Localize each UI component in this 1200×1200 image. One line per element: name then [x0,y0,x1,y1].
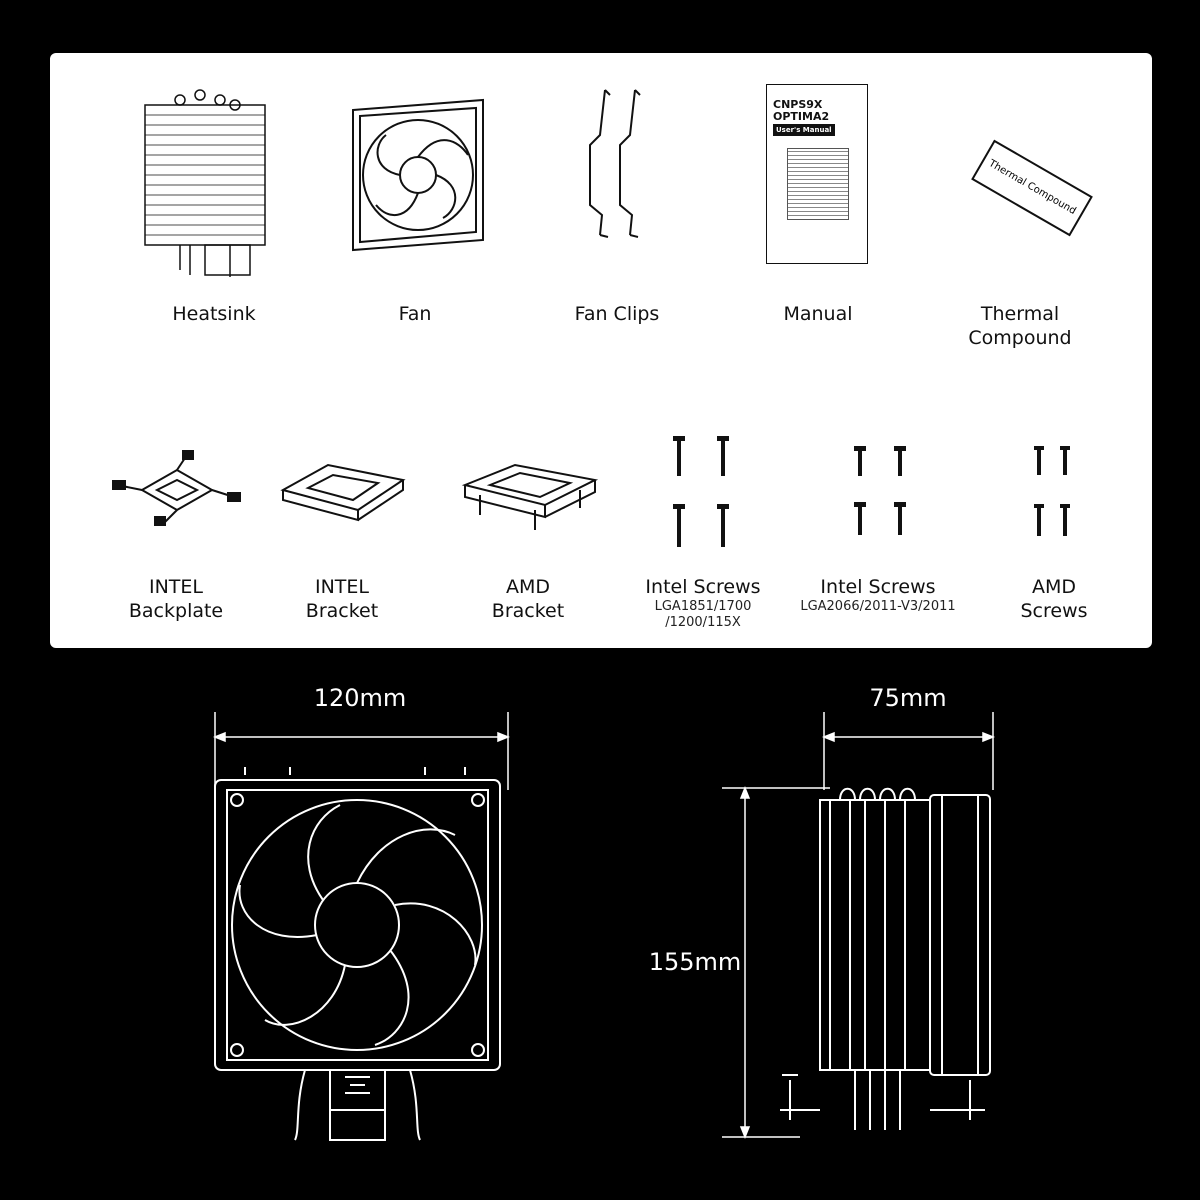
intel-bracket-icon [280,463,406,522]
intel-screws-a-sockets: LGA1851/1700 /1200/115X [654,599,752,630]
manual-cover: CNPS9X OPTIMA2 User's Manual [766,84,868,264]
height-dimension-label: 155mm [648,948,742,976]
manual-subtitle: User's Manual [773,124,835,136]
intel-screws-b-icon [854,446,906,535]
intel-screws-b: Intel Screws LGA2066/2011-V3/2011 [778,575,978,615]
depth-dimension-label: 75mm [869,684,947,712]
cooler-side-view [780,787,991,1130]
fan-icon [352,98,484,252]
amd-screws-icon [1034,446,1070,536]
amd-bracket-icon [461,463,599,530]
label-intel-bracket: INTEL Bracket [305,576,379,622]
intel-screws-a-icon [673,436,729,547]
label-thermal-compound: Thermal Compound [968,303,1072,349]
label-manual: Manual [783,303,853,325]
intel-screws-a: Intel Screws LGA1851/1700 /1200/115X [613,575,793,631]
label-intel-backplate: INTEL Backplate [128,576,224,622]
label-intel-screws-a: Intel Screws [645,576,761,598]
cooler-front-view [214,767,501,1141]
heatsink-icon [144,89,266,277]
manual-title-line2: OPTIMA2 [773,110,830,123]
label-fan: Fan [398,303,432,325]
width-dimension-label: 120mm [313,684,407,712]
fan-clips-icon [589,89,641,238]
manual-cooler-image [787,148,849,220]
label-amd-bracket: AMD Bracket [491,576,565,622]
label-amd-screws: AMD Screws [1020,576,1088,622]
label-intel-screws-b: Intel Screws [820,576,936,598]
label-heatsink: Heatsink [172,303,256,325]
label-fan-clips: Fan Clips [574,303,660,325]
manual-title-line1: CNPS9X [773,98,823,111]
intel-backplate-icon [112,450,241,526]
components-panel [50,53,1152,648]
intel-screws-b-sockets: LGA2066/2011-V3/2011 [800,599,956,614]
